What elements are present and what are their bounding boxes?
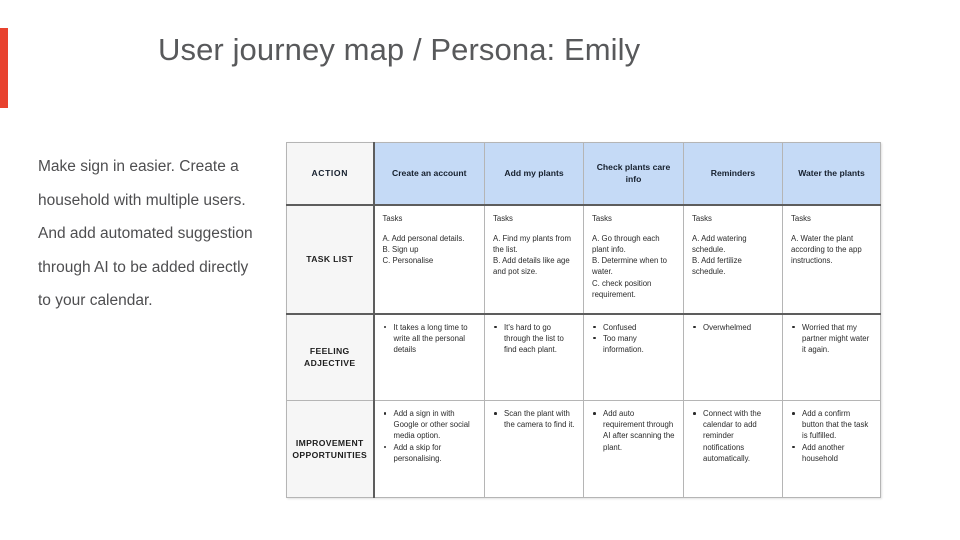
tasks-label: Tasks (791, 213, 811, 223)
bullet-list: Scan the plant with the camera to find i… (493, 408, 575, 430)
list-item: Add a confirm button that the task is fu… (791, 408, 872, 442)
list-item: Connect with the calendar to add reminde… (692, 408, 774, 464)
list-item: Worried that my partner might water it a… (791, 322, 872, 356)
task-line: B. Sign up (382, 244, 419, 254)
bullet-list: Worried that my partner might water it a… (791, 322, 872, 356)
cell-bullets-water_plants: Worried that my partner might water it a… (782, 313, 881, 401)
task-line: A. Find my plants from the list. (493, 233, 571, 254)
row-header-task-list: TASK LIST (286, 204, 375, 315)
tasks-label: Tasks (493, 213, 513, 223)
column-header-care_info: Check plants care info (583, 142, 684, 206)
row-header-feeling-adjective: FEELING ADJECTIVE (286, 313, 375, 401)
list-item: Too many information. (592, 333, 675, 355)
persona-side-note: Make sign in easier. Create a household … (38, 158, 253, 309)
cell-tasks-water_plants: Tasks A. Water the plant according to the… (782, 204, 881, 315)
list-item: Overwhelmed (692, 322, 774, 333)
list-item: It's hard to go through the list to find… (493, 322, 575, 356)
tasks-label: Tasks (592, 213, 612, 223)
list-item: Confused (592, 322, 675, 333)
list-item: Add a sign in with Google or other socia… (383, 408, 477, 442)
task-line: A. Add personal details. (382, 233, 465, 243)
bullet-list: Overwhelmed (692, 322, 774, 333)
column-header-create_account: Create an account (373, 142, 485, 206)
column-header-reminders: Reminders (683, 142, 783, 206)
page-title: User journey map / Persona: Emily (158, 32, 641, 67)
cell-bullets-add_plants: It's hard to go through the list to find… (484, 313, 584, 401)
cell-bullets-add_plants: Scan the plant with the camera to find i… (484, 400, 584, 498)
accent-bar (0, 28, 8, 108)
cell-tasks-create_account: Tasks A. Add personal details.B. Sign up C… (373, 204, 485, 315)
tasks-label: Tasks (382, 213, 403, 223)
task-line: B. Determine when to water. (592, 256, 667, 277)
cell-tasks-care_info: Tasks A. Go through each plant info.B. De… (583, 204, 684, 315)
bullet-list: Connect with the calendar to add reminde… (692, 408, 774, 464)
bullet-list: Add a confirm button that the task is fu… (791, 408, 872, 464)
row-header-improvement-opportunities: IMPROVEMENT OPPORTUNITIES (286, 400, 375, 498)
task-line: C. Personalise (382, 256, 434, 266)
cell-bullets-reminders: Overwhelmed (683, 313, 783, 401)
list-item: Add another household (791, 442, 872, 464)
cell-bullets-create_account: It takes a long time to write all the pe… (373, 313, 485, 401)
cell-bullets-create_account: Add a sign in with Google or other socia… (373, 400, 485, 498)
task-line: A. Water the plant according to the app … (791, 233, 862, 266)
task-line: C. check position requirement. (592, 278, 652, 299)
bullet-list: Add auto requirement through AI after sc… (592, 408, 675, 453)
cell-tasks-add_plants: Tasks A. Find my plants from the list.B. … (484, 204, 584, 315)
list-item: Add auto requirement through AI after sc… (592, 408, 675, 453)
cell-tasks-reminders: Tasks A. Add watering schedule.B. Add fer… (683, 204, 783, 315)
task-line: B. Add fertilize schedule. (692, 256, 742, 277)
bullet-list: It's hard to go through the list to find… (493, 322, 575, 356)
task-line: A. Go through each plant info. (592, 233, 660, 254)
cell-bullets-reminders: Connect with the calendar to add reminde… (683, 400, 783, 498)
column-header-action: ACTION (286, 142, 375, 206)
list-item: It takes a long time to write all the pe… (383, 322, 477, 356)
task-line: A. Add watering schedule. (692, 233, 747, 254)
column-header-add_plants: Add my plants (484, 142, 584, 206)
tasks-label: Tasks (692, 213, 712, 223)
bullet-list: It takes a long time to write all the pe… (383, 322, 477, 356)
column-header-water_plants: Water the plants (782, 142, 881, 206)
list-item: Add a skip for personalising. (383, 442, 477, 464)
cell-bullets-care_info: Add auto requirement through AI after sc… (583, 400, 684, 498)
cell-bullets-water_plants: Add a confirm button that the task is fu… (782, 400, 881, 498)
list-item: Scan the plant with the camera to find i… (493, 408, 575, 430)
bullet-list: Add a sign in with Google or other socia… (383, 408, 477, 464)
task-line: B. Add details like age and pot size. (493, 256, 570, 277)
